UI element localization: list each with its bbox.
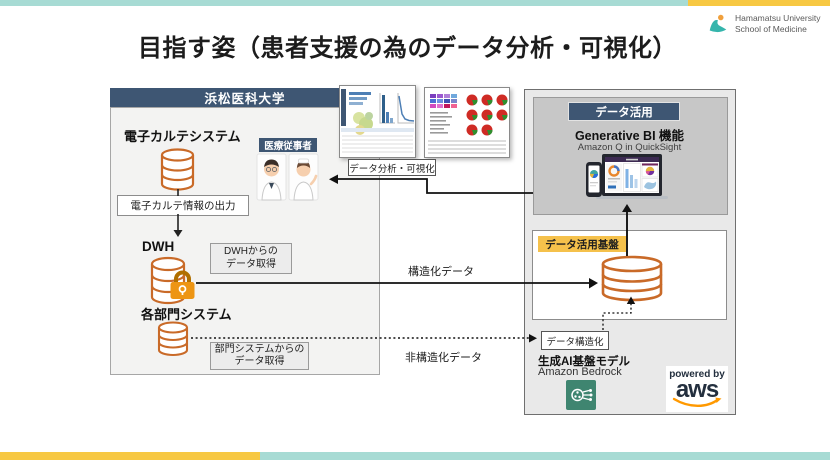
hospital-panel-body: [110, 107, 380, 375]
dashboard-screenshot-2: [424, 87, 510, 158]
dept-system-label: 各部門システム: [141, 307, 232, 322]
aws-wordmark: aws: [675, 376, 719, 403]
platform-badge: データ活用基盤: [538, 236, 626, 252]
quicksight-device-mockup: [586, 154, 668, 199]
staff-illustration: [256, 153, 319, 201]
gen-bi-title: Generative BI 機能: [574, 129, 685, 143]
lock-icon: [170, 270, 195, 299]
dept-database-icon: [157, 321, 189, 357]
page-title: 目指す姿（患者支援の為のデータ分析・可視化）: [138, 35, 677, 62]
dept-fetch-box: 部門システムからの データ取得: [210, 342, 309, 370]
dept-fetch-line1: 部門システムからの: [214, 343, 305, 355]
bottom-stripe-yellow: [0, 452, 260, 460]
analysis-label: データ分析・可視化: [349, 163, 435, 175]
gen-bi-subtitle: Amazon Q in QuickSight: [577, 142, 682, 153]
bedrock-icon: [566, 380, 596, 410]
emr-output-label: 電子カルテ情報の出力: [130, 200, 236, 212]
platform-database-icon: [601, 255, 663, 302]
university-logo: Hamamatsu University School of Medicine: [706, 12, 821, 36]
aws-smile-icon: [672, 397, 722, 408]
emr-database-icon: [160, 148, 195, 191]
university-bird-icon: [709, 14, 727, 33]
emr-system-label: 電子カルテシステム: [124, 129, 241, 144]
platform-label: データ活用基盤: [545, 238, 619, 251]
hospital-panel-title: 浜松医科大学: [204, 92, 286, 106]
analysis-box: データ分析・可視化: [348, 159, 436, 176]
logo-line1: Hamamatsu University: [735, 13, 821, 24]
structuring-box: データ構造化: [541, 331, 609, 350]
hospital-panel-header: 浜松医科大学: [110, 88, 380, 107]
dwh-label: DWH: [142, 239, 175, 254]
powered-by-text: powered by: [669, 369, 725, 380]
gen-ai-title: 生成AI基盤モデル: [538, 356, 630, 368]
data-utilization-header: データ活用: [568, 102, 680, 121]
top-stripe-teal: [0, 0, 688, 6]
bottom-stripe-teal: [260, 452, 830, 460]
top-stripe-yellow: [688, 0, 830, 6]
dwh-fetch-line1: DWHからの: [224, 246, 278, 257]
data-utilization-label: データ活用: [595, 106, 653, 119]
structuring-label: データ構造化: [546, 336, 604, 348]
dwh-fetch-box: DWHからの データ取得: [210, 243, 292, 274]
unstructured-data-label: 非構造化データ: [405, 352, 482, 364]
emr-output-box: 電子カルテ情報の出力: [117, 195, 249, 216]
logo-line2: School of Medicine: [735, 24, 807, 34]
dept-fetch-line2: データ取得: [234, 356, 285, 367]
powered-by-aws-badge: powered by aws: [666, 366, 728, 412]
staff-badge: 医療従事者: [259, 138, 317, 152]
structured-data-label: 構造化データ: [408, 266, 474, 278]
dashboard-screenshot-1: [339, 85, 416, 158]
gen-ai-subtitle: Amazon Bedrock: [538, 366, 622, 378]
staff-label: 医療従事者: [264, 141, 312, 152]
dwh-fetch-line2: データ取得: [226, 258, 276, 270]
